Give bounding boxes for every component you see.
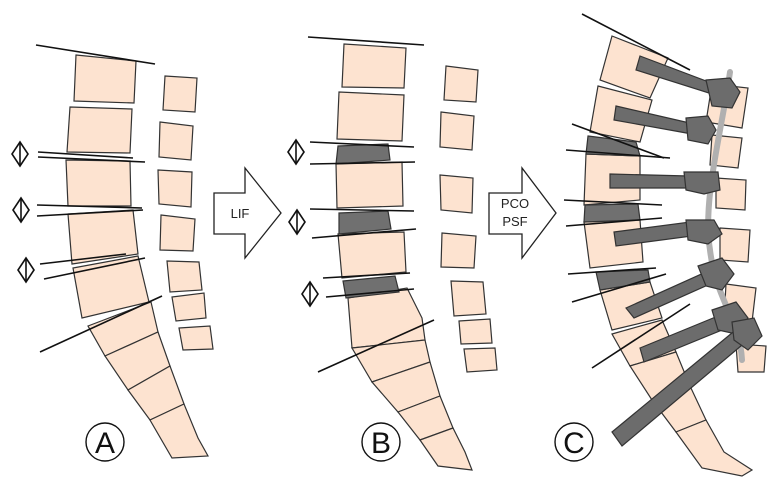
panel-a-label: A [95,427,115,460]
double-arrow-icon [17,257,35,283]
distraction-markers-a [11,141,35,283]
pedicle-screw [635,55,741,109]
panel-c-circle [554,422,594,462]
posterior-elements-a [157,75,214,351]
arrow-psf-label: PSF [502,214,527,229]
iliac-screw [611,317,763,447]
pedicle-screw [613,219,723,247]
double-arrow-icon [11,141,29,167]
pedicle-screw [613,105,717,145]
double-arrow-icon [301,281,319,307]
panel-a: A [11,44,214,462]
panel-c: C [554,13,767,477]
panel-b-circle [361,422,401,462]
interbody-cages-b [335,143,400,299]
pedicle-screws-c [609,55,763,447]
vertebral-bodies-b [335,43,426,349]
endplate-lines-a [35,44,163,353]
panel-a-circle [85,422,125,462]
pedicle-screw [609,171,721,195]
pedicle-screw [625,257,735,319]
vertebral-bodies-a [65,54,150,319]
endplate-lines-b [307,36,435,373]
double-arrow-icon [287,139,305,165]
sacrum-b [351,339,473,471]
distraction-markers-b [287,139,319,307]
arrow-pco-label: PCO [501,196,529,211]
double-arrow-icon [288,209,306,235]
panel-c-label: C [563,427,585,460]
double-arrow-icon [12,197,30,223]
panel-b: B [287,36,498,471]
arrow-pco-psf: PCO PSF [488,166,557,260]
arrow-lif-label: LIF [231,206,250,221]
endplate-lines-c [563,13,691,369]
posterior-elements-b [439,65,498,373]
panel-b-label: B [371,427,391,460]
sacrum-a [87,301,209,459]
arrow-lif: LIF [213,166,282,260]
vertebral-bodies-c [583,35,677,367]
